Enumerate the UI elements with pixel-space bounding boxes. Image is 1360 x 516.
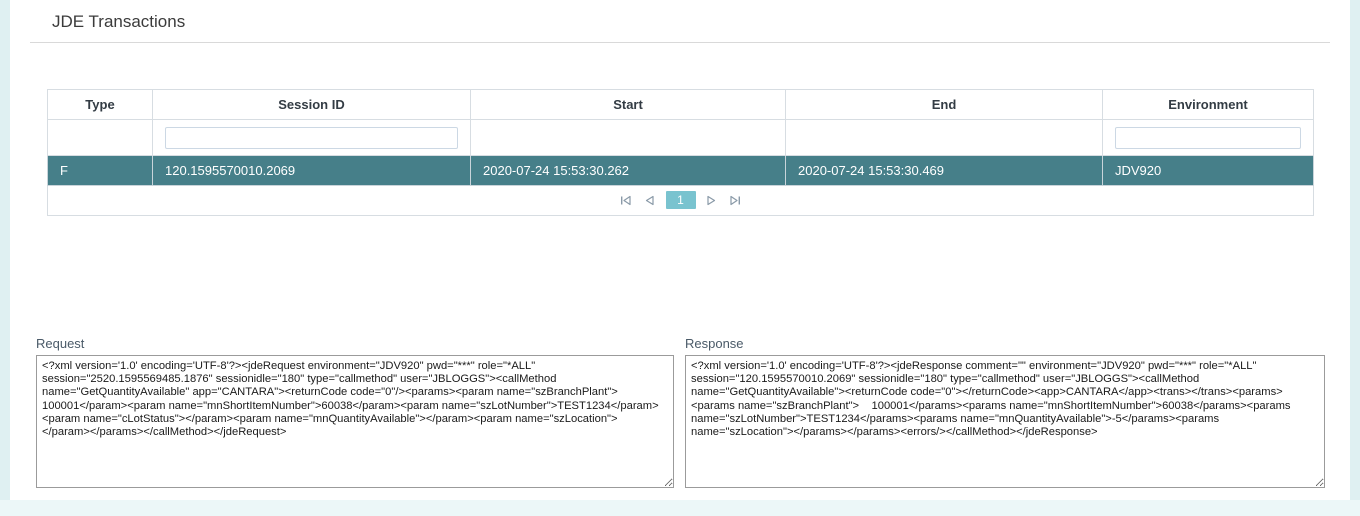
cell-type[interactable]: F [47,155,153,186]
cell-start[interactable]: 2020-07-24 15:53:30.262 [470,155,786,186]
filter-cell-session-id [152,119,471,156]
filter-input-session-id[interactable] [165,126,458,149]
xml-panels: Request <?xml version='1.0' encoding='UT… [10,332,1350,497]
request-label: Request [36,336,85,351]
cell-end[interactable]: 2020-07-24 15:53:30.469 [785,155,1103,186]
column-header-environment[interactable]: Environment [1102,89,1314,120]
cell-environment[interactable]: JDV920 [1102,155,1314,186]
request-xml-textarea[interactable]: <?xml version='1.0' encoding='UTF-8'?><j… [36,355,674,488]
page-frame-bottom-band [0,500,1360,516]
filter-input-environment[interactable] [1115,126,1301,149]
page-frame-left-strip [0,0,10,516]
next-page-icon[interactable] [704,192,720,208]
previous-page-icon[interactable] [642,192,658,208]
last-page-icon[interactable] [728,192,744,208]
grid-header-row: Type Session ID Start End Environment [47,89,1314,120]
pagination-cell: 1 [47,185,1314,216]
response-xml-textarea[interactable]: <?xml version='1.0' encoding='UTF-8'?><j… [685,355,1325,488]
grid-pager-row: 1 [47,185,1314,216]
column-header-end[interactable]: End [785,89,1103,120]
filter-cell-start [470,119,786,156]
page-title: JDE Transactions [52,12,186,31]
table-row[interactable]: F 120.1595570010.2069 2020-07-24 15:53:3… [47,155,1314,186]
filter-cell-end [785,119,1103,156]
response-label: Response [685,336,744,351]
page-header: JDE Transactions [30,0,1330,43]
page-number-1[interactable]: 1 [665,191,696,210]
request-panel: Request <?xml version='1.0' encoding='UT… [36,336,674,488]
filter-cell-environment [1102,119,1314,156]
page-content: JDE Transactions Type Session ID Start E… [10,0,1350,500]
grid-filter-row [47,119,1314,156]
jde-transactions-grid: Type Session ID Start End Environment [47,89,1314,216]
pagination: 1 [618,191,744,210]
response-panel: Response <?xml version='1.0' encoding='U… [685,336,1325,488]
cell-session-id[interactable]: 120.1595570010.2069 [152,155,471,186]
column-header-type[interactable]: Type [47,89,153,120]
first-page-icon[interactable] [618,192,634,208]
page-frame-right-strip [1350,0,1360,516]
column-header-start[interactable]: Start [470,89,786,120]
filter-cell-type [47,119,153,156]
column-header-session-id[interactable]: Session ID [152,89,471,120]
